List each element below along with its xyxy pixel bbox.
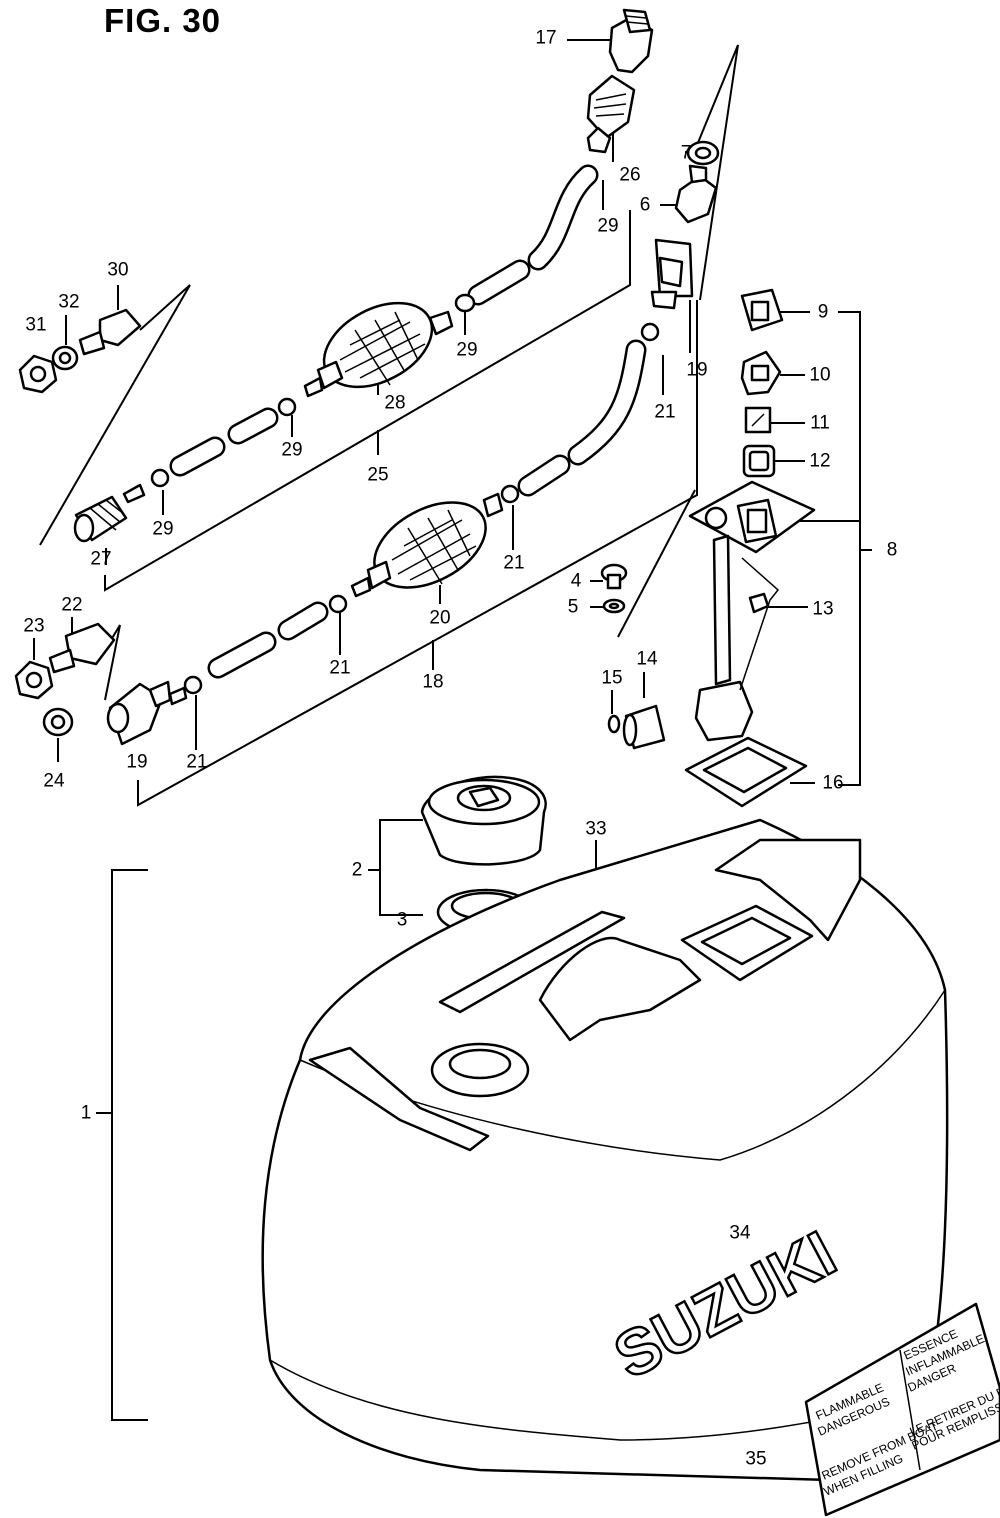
part-label-27: 27 [90,548,112,570]
washer-7 [686,140,720,166]
part-label-13: 13 [812,598,834,620]
part-label-29-a: 29 [597,215,619,237]
part-label-35: 35 [745,1448,767,1470]
part-label-22: 22 [61,594,83,616]
part-label-25: 25 [367,464,389,486]
float-14 [622,704,666,750]
connector-19-lower [106,680,172,746]
part-label-7: 7 [680,142,692,164]
part-label-5: 5 [567,596,579,618]
connector-26 [586,74,636,154]
fuel-cap-2 [420,775,547,866]
part-label-29-d: 29 [152,518,174,540]
gauge-parts-9-12 [740,288,784,478]
part-label-9: 9 [817,301,829,323]
part-label-33: 33 [585,818,607,840]
part-label-4: 4 [570,570,582,592]
gasket-16 [684,736,808,808]
warning-label-35: FLAMMABLE DANGEROUS REMOVE FROM BOAT WHE… [804,1302,1000,1517]
part-label-10: 10 [809,364,831,386]
connector-19-upper [650,238,694,310]
part-label-29-b: 29 [456,339,478,361]
figure-title: FIG. 30 [104,2,222,39]
fuel-tank-1: SUZUKI [261,818,949,1482]
part-label-28: 28 [384,392,406,414]
connector-22 [48,622,116,674]
part-label-23: 23 [23,615,45,637]
part-label-17: 17 [535,27,557,49]
washer-32 [51,345,79,371]
connector-30 [78,308,142,356]
part-label-34: 34 [729,1222,751,1244]
part-label-30: 30 [107,259,129,281]
hose-assembly-25 [73,164,599,543]
part-label-6: 6 [639,194,651,216]
clip-15 [607,714,621,734]
part-label-29-c: 29 [281,439,303,461]
hose-assembly-18 [168,322,660,706]
connector-17 [608,8,654,74]
nut-23 [14,660,54,700]
screw-4 [600,563,628,590]
part-label-18: 18 [422,671,444,693]
part-label-19-lower: 19 [126,751,148,773]
part-label-1: 1 [80,1102,92,1124]
part-label-26: 26 [619,164,641,186]
part-label-20: 20 [429,607,451,629]
part-label-11: 11 [810,412,830,434]
part-label-3: 3 [396,909,408,931]
part-label-16: 16 [822,772,844,794]
part-label-2: 2 [351,859,363,881]
gauge-unit-8 [688,480,816,742]
part-label-14: 14 [636,648,658,670]
washer-5 [602,598,626,614]
part-label-24: 24 [43,770,65,792]
screw-13 [748,592,770,614]
part-label-21-c: 21 [329,657,351,679]
connector-6 [674,164,718,224]
part-label-21-a: 21 [654,401,676,423]
part-label-21-b: 21 [503,552,525,574]
part-label-8: 8 [886,539,898,561]
part-label-31: 31 [25,314,47,336]
part-label-32: 32 [58,291,80,313]
part-label-12: 12 [809,450,831,472]
part-label-15: 15 [601,667,623,689]
nut-31 [18,354,58,394]
washer-24 [42,707,74,737]
part-label-19-upper: 19 [686,359,708,381]
part-label-21-d: 21 [186,751,208,773]
